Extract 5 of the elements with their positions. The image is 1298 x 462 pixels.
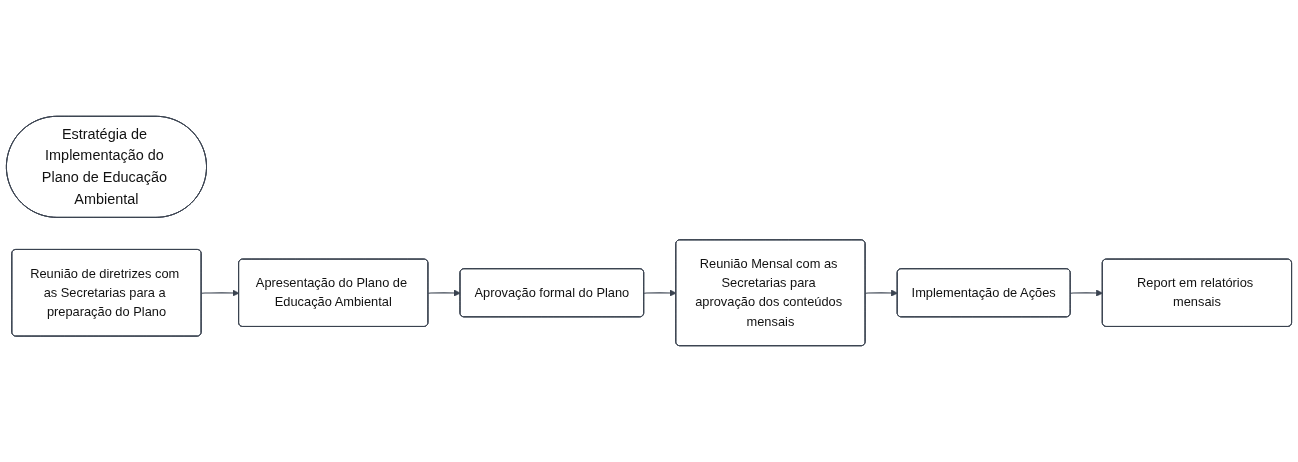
arrow [427,289,461,297]
arrow [1070,289,1103,297]
arrow [864,289,898,297]
arrow [201,289,240,297]
arrow [643,289,677,297]
